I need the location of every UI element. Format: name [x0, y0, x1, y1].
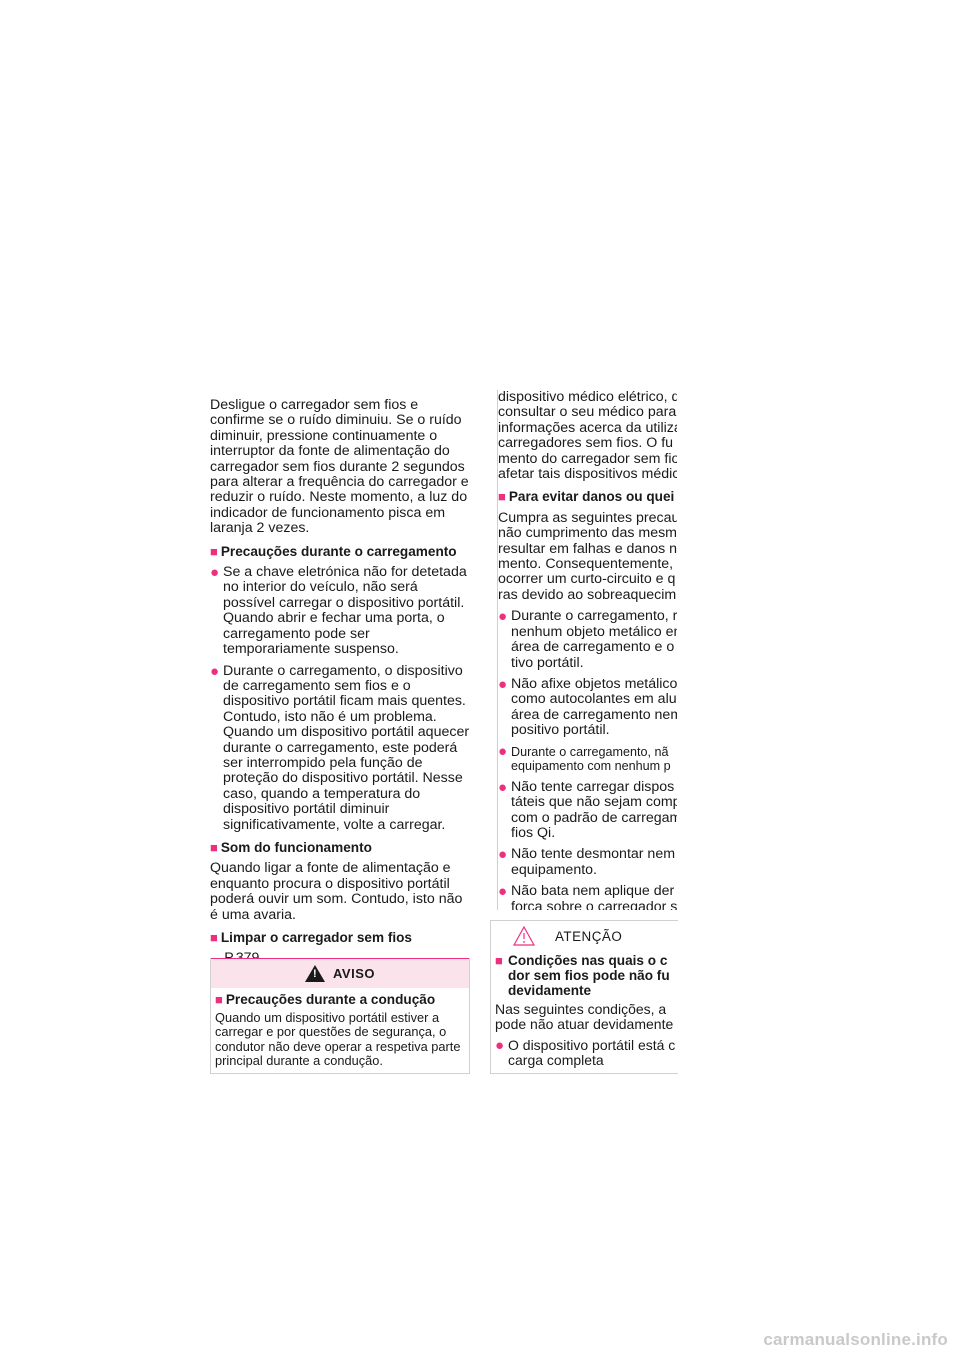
text-line: Não afixe objetos metálico [511, 675, 677, 692]
round-bullet-icon: ● [210, 662, 220, 680]
text-line: dor sem fios pode não fu [508, 968, 670, 983]
text-line: informações acerca da utiliza [498, 419, 677, 436]
square-bullet-icon: ■ [495, 953, 503, 968]
text-line: equipamento com nenhum p [511, 759, 671, 774]
text-line: consultar o seu médico para [498, 404, 677, 421]
text-line: mento. Consequentemente, [498, 556, 674, 573]
text-line: como autocolantes em alu [511, 691, 677, 708]
text-line: Condições nas quais o c [508, 953, 668, 968]
text-line: táteis que não sejam comp [511, 794, 677, 811]
round-bullet-icon: ● [498, 778, 508, 796]
list-item: ● Durante o carregamento, o dispositivo … [210, 662, 470, 833]
square-bullet-icon: ■ [498, 489, 506, 505]
operation-sound-text: Quando ligar a fonte de alimentação e en… [210, 860, 463, 923]
warning-box: AVISO ■Precauções durante a condução Qua… [210, 958, 470, 1074]
round-bullet-icon: ● [495, 1037, 505, 1054]
caution-label: ATENÇÃO [555, 928, 623, 944]
text-line: ras devido ao sobreaquecim [498, 586, 677, 603]
square-bullet-icon: ■ [210, 930, 218, 945]
section-heading-cleaning: ■Limpar o carregador sem fios [210, 930, 412, 945]
text-line: pode não atuar devidamente [495, 1016, 674, 1032]
list-item: ● Se a chave eletrónica não for detetada… [210, 564, 467, 658]
round-bullet-icon: ● [210, 564, 220, 582]
text-line: Não tente desmontar nem [511, 846, 676, 863]
square-bullet-icon: ■ [210, 839, 218, 855]
text-line: positivo portátil. [511, 722, 610, 739]
warning-body: ■Precauções durante a condução Quando um… [211, 988, 469, 1073]
intro-paragraph: Desligue o carregador sem fios e confirm… [210, 397, 469, 537]
text-line: Durante o carregamento, nã [511, 744, 669, 759]
text-line: área de carregamento nem [511, 706, 677, 723]
text-line: com o padrão de carregam [511, 809, 677, 826]
text-line: afetar tais dispositivos médic [498, 466, 677, 483]
text-line: nenhum objeto metálico en [511, 623, 677, 640]
warning-title: ■Precauções durante a condução [215, 992, 436, 1007]
text-line: força sobre o carregador s [511, 898, 677, 910]
left-column: Desligue o carregador sem fios e confirm… [210, 397, 470, 967]
warning-triangle-icon [305, 965, 325, 982]
text-line: área de carregamento e o [511, 639, 675, 656]
caution-header: ATENÇÃO [491, 921, 678, 951]
text-line: carregadores sem fios. O fu [498, 435, 674, 452]
square-bullet-icon: ■ [210, 543, 218, 559]
text-line: Durante o carregamento, r [511, 608, 677, 625]
section-heading-charging-precautions: ■Precauções durante o carregamento [210, 543, 457, 559]
round-bullet-icon: ● [498, 846, 508, 864]
round-bullet-icon: ● [498, 742, 508, 760]
warning-label: AVISO [333, 966, 375, 981]
text-line: não cumprimento das mesm [498, 525, 677, 542]
round-bullet-icon: ● [498, 675, 508, 693]
text-line: Nas seguintes condições, a [495, 1001, 667, 1017]
warning-header: AVISO [211, 958, 469, 988]
text-line: devidamente [508, 983, 592, 998]
text-line: fios Qi. [511, 824, 556, 841]
watermark-footer: carmanualsonline.info [763, 1330, 948, 1349]
text-line: dispositivo médico elétrico, d [498, 390, 677, 405]
section-heading-avoid-damage: ■Para evitar danos ou quei [498, 489, 675, 505]
text-line: carga completa [508, 1052, 604, 1068]
text-line: Não tente carregar dispos [511, 778, 675, 795]
round-bullet-icon: ● [498, 608, 508, 626]
text-line: tivo portátil. [511, 654, 584, 671]
text-line: Não bata nem aplique der [511, 883, 675, 900]
square-bullet-icon: ■ [215, 992, 223, 1007]
text-line: resultar em falhas e danos n [498, 540, 677, 557]
section-heading-operation-sound: ■Som do funcionamento [210, 839, 372, 855]
text-line: ocorrer um curto-circuito e q [498, 571, 676, 588]
warning-text: Quando um dispositivo portátil estiver a… [215, 1010, 461, 1069]
text-line: mento do carregador sem fio [498, 450, 677, 467]
caution-triangle-icon [513, 926, 535, 946]
round-bullet-icon: ● [498, 883, 508, 901]
text-line: Cumpra as seguintes precau [498, 509, 677, 526]
text-line: O dispositivo portátil está c [508, 1037, 676, 1053]
text-line: equipamento. [511, 861, 597, 878]
